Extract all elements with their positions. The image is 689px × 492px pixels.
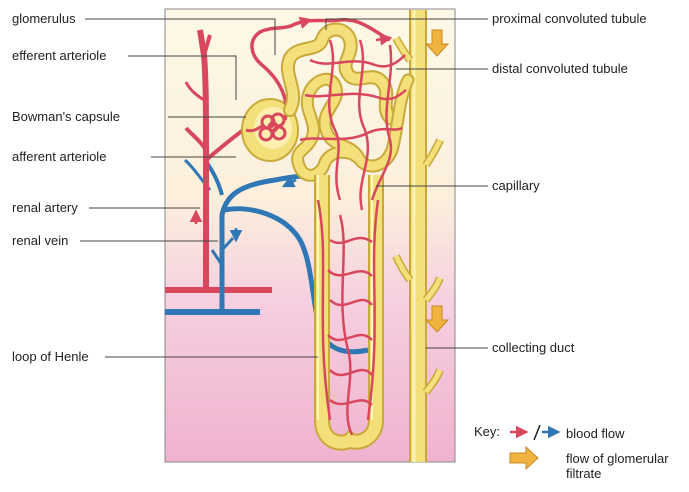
label-bowmans-capsule: Bowman's capsule	[12, 110, 120, 124]
label-loop-of-henle: loop of Henle	[12, 350, 89, 364]
key-filtrate-line1: flow of glomerular	[566, 452, 669, 466]
label-renal-artery: renal artery	[12, 201, 78, 215]
key-filtrate-line2: filtrate	[566, 467, 601, 481]
key-title: Key:	[474, 425, 500, 439]
key-blood-flow: blood flow	[566, 427, 625, 441]
key-filtrate-arrow	[510, 447, 538, 469]
label-distal-convoluted-tubule: distal convoluted tubule	[492, 62, 628, 76]
label-collecting-duct: collecting duct	[492, 341, 574, 355]
label-capillary: capillary	[492, 179, 540, 193]
label-afferent-arteriole: afferent arteriole	[12, 150, 106, 164]
label-proximal-convoluted-tubule: proximal convoluted tubule	[492, 12, 647, 26]
key-symbols	[510, 425, 558, 469]
label-glomerulus: glomerulus	[12, 12, 76, 26]
label-renal-vein: renal vein	[12, 234, 68, 248]
label-efferent-arteriole: efferent arteriole	[12, 49, 106, 63]
key-slash	[534, 425, 540, 440]
